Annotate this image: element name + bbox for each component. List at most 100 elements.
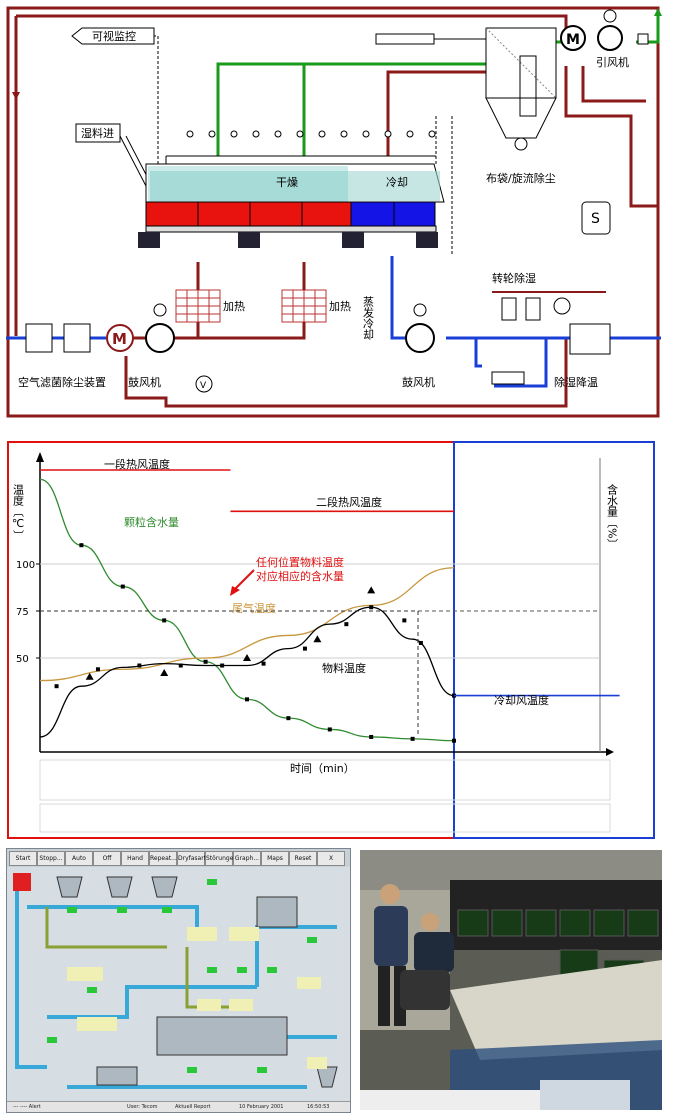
evaporative-cooling-label: 蒸发冷却 xyxy=(362,296,375,340)
scada-button-6[interactable]: Dryfasarte xyxy=(177,851,210,866)
series-1-point-2 xyxy=(243,654,251,661)
valve-v: V xyxy=(195,375,213,393)
series-label-3: 一段热风温度 xyxy=(104,457,170,471)
scada-button-0[interactable]: Start xyxy=(9,851,37,866)
scada-status-alert: --- ---- Alert xyxy=(13,1104,41,1110)
series-1-point-3 xyxy=(313,635,322,643)
cooling-phase-frame xyxy=(453,441,655,839)
scada-button-10[interactable]: Reset xyxy=(289,851,317,866)
series-2-point-6 xyxy=(302,646,307,651)
wet-feed-tag: 湿料进 xyxy=(75,123,153,187)
operator-seated xyxy=(400,913,454,1010)
series-0-point-1 xyxy=(120,584,125,589)
y-label-left: 温度〔℃〕 xyxy=(12,484,25,541)
inlet-pipe xyxy=(375,33,435,45)
process-flow-svg: 可视监控 湿料进 布袋/旋流除尘 M xyxy=(6,6,662,418)
sensor-array xyxy=(186,130,436,138)
induced-draft-fan: M 引风机 xyxy=(560,9,649,69)
cold-air-ducts xyxy=(6,256,661,388)
series-label-1: 尾气温度 xyxy=(232,601,276,615)
scada-status-time: 16:50:53 xyxy=(307,1104,330,1110)
scada-status-user: User: Tecom xyxy=(127,1104,158,1110)
wheel-dehumidifier: 转轮除湿 xyxy=(492,271,606,321)
scada-status-bar: --- ---- Alert User: Tecom Aktuell Repor… xyxy=(7,1101,350,1112)
drying-phase-frame xyxy=(7,441,455,839)
reference-dashed-line xyxy=(40,610,419,737)
air-filter-unit: 空气滤菌除尘装置 xyxy=(18,323,106,389)
bag-cyclone-label: 布袋/旋流除尘 xyxy=(486,171,556,185)
series-2-point-3 xyxy=(178,663,183,668)
wet-feed-label: 湿料进 xyxy=(81,126,114,140)
scada-button-8[interactable]: Graph... xyxy=(233,851,261,866)
remote-monitor-label: 可视监控 xyxy=(92,29,136,43)
scada-button-9[interactable]: Maps aus xyxy=(261,851,289,875)
blower-2: 鼓风机 xyxy=(402,303,435,389)
series-0-point-9 xyxy=(452,738,456,743)
heating-1-label: 加热 xyxy=(223,300,245,313)
scada-button-2[interactable]: Auto xyxy=(65,851,93,866)
series-2-point-9 xyxy=(402,618,407,623)
dehumidify-cool-unit: 除湿降温 xyxy=(491,323,611,389)
series-2-point-7 xyxy=(344,622,349,627)
heater-1: 加热 xyxy=(175,289,245,323)
s-symbol xyxy=(581,201,611,235)
series-1-point-0 xyxy=(85,672,94,680)
bed-fans xyxy=(138,232,438,248)
series-line-2 xyxy=(39,606,455,738)
y-tick-label-100: 100 xyxy=(16,560,35,571)
scada-button-3[interactable]: Off xyxy=(93,851,121,866)
fluid-bed-dryer: 干燥 冷却 xyxy=(145,163,445,233)
series-label-4: 二段热风温度 xyxy=(316,495,382,509)
operator-standing xyxy=(374,884,408,1026)
series-0-point-8 xyxy=(410,736,415,741)
scada-button-1[interactable]: Stopp... xyxy=(37,851,65,866)
series-1-point-4 xyxy=(367,586,376,594)
process-flow-diagram: 可视监控 湿料进 布袋/旋流除尘 M xyxy=(6,6,663,420)
series-2-point-0 xyxy=(54,684,59,689)
y-label-right: 含水量〔%〕 xyxy=(606,483,619,550)
series-label-2: 物料温度 xyxy=(322,661,366,675)
dehumidify-cool-label: 除湿降温 xyxy=(554,375,598,389)
wheel-dehumidify-label: 转轮除湿 xyxy=(492,271,536,285)
scada-mimic xyxy=(7,867,350,1103)
series-2-point-5 xyxy=(261,661,266,666)
series-2-point-4 xyxy=(220,663,225,668)
blower-1: 鼓风机 xyxy=(128,303,175,389)
scada-status-report: Aktuell Report xyxy=(175,1104,211,1110)
heating-2-label: 加热 xyxy=(329,300,351,313)
drying-zone-label: 干燥 xyxy=(276,176,298,189)
scada-button-5[interactable]: Repeat... xyxy=(149,851,177,866)
series-2-point-8 xyxy=(369,605,374,610)
svg-text:M: M xyxy=(112,330,127,348)
annotation-line-2: 对应相应的含水量 xyxy=(256,569,344,583)
series-2-point-2 xyxy=(137,663,142,668)
scada-button-11[interactable]: X xyxy=(317,851,345,866)
series-1-point-1 xyxy=(160,669,169,677)
remote-monitor-tag: 可视监控 xyxy=(71,27,159,166)
blower-2-label: 鼓风机 xyxy=(402,375,435,389)
scada-status-date: 10 February 2001 xyxy=(239,1104,284,1110)
series-2-point-1 xyxy=(95,667,100,672)
heater-2: 加热 xyxy=(281,289,351,323)
bag-cyclone-dust-collector: 布袋/旋流除尘 xyxy=(485,27,557,185)
series-label-5: 冷却风温度 xyxy=(494,693,549,707)
y-tick-label-50: 50 xyxy=(16,654,29,665)
x-label: 时间（min） xyxy=(290,762,355,775)
series-2-point-10 xyxy=(418,640,423,645)
series-0-point-6 xyxy=(327,727,332,732)
air-filter-unit-label: 空气滤菌除尘装置 xyxy=(18,375,106,389)
scada-button-7[interactable]: Störungen xyxy=(205,851,237,866)
annotation-line-1: 任何位置物料温度 xyxy=(256,555,344,569)
scada-button-4[interactable]: Hand xyxy=(121,851,149,866)
series-line-1 xyxy=(39,567,455,682)
series-0-point-7 xyxy=(369,734,374,739)
y-tick-label-75: 75 xyxy=(16,607,29,618)
heat-exchanger-1: M xyxy=(106,324,134,352)
svg-text:V: V xyxy=(200,381,207,391)
svg-text:M: M xyxy=(566,32,580,48)
blower-1-label: 鼓风机 xyxy=(128,375,161,389)
cooling-zone-label: 冷却 xyxy=(386,176,408,189)
